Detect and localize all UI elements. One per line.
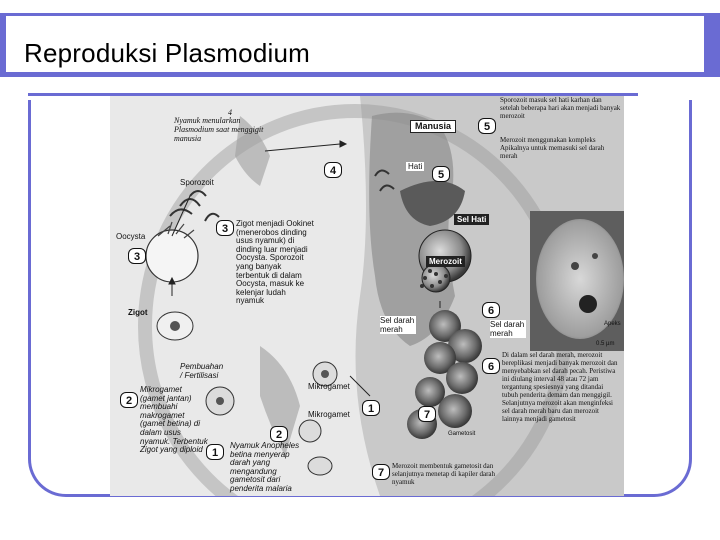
apeks-label: Apeks bbox=[604, 320, 621, 329]
step3-text: Zigot menjadi Ookinet (menerobos dinding… bbox=[236, 220, 316, 306]
step-2a-badge: 2 bbox=[120, 392, 138, 408]
zigot-label: Zigot bbox=[128, 308, 148, 317]
step5-text2: Merozoit menggunakan kompleks Apikalnya … bbox=[500, 136, 622, 160]
step7-text: Merozoit membentuk gametosit dan selanju… bbox=[392, 462, 502, 486]
micrograph-nucleus bbox=[579, 295, 597, 313]
manusia-label: Manusia bbox=[410, 120, 456, 133]
step-6a-badge: 6 bbox=[482, 302, 500, 318]
step-1b-badge: 1 bbox=[206, 444, 224, 460]
step-4-badge: 4 bbox=[324, 162, 342, 178]
step-1a-badge: 1 bbox=[362, 400, 380, 416]
step-5b-badge: 5 bbox=[432, 166, 450, 182]
sel-hati-label: Sel Hati bbox=[454, 214, 489, 225]
sporozoit-label: Sporozoit bbox=[180, 178, 214, 187]
step-3a-badge: 3 bbox=[128, 248, 146, 264]
step6-text: Di dalam sel darah merah, merozoit berep… bbox=[502, 351, 620, 423]
step1-text: Nyamuk Anopheles betina menyerap darah y… bbox=[230, 442, 310, 494]
mikrogamet-bottom-label: Mikrogamet bbox=[308, 410, 350, 419]
step-5a-badge: 5 bbox=[478, 118, 496, 134]
sel-darah-merah-left: Sel darah merah bbox=[380, 316, 416, 334]
oocysta-label: Oocysta bbox=[116, 232, 145, 241]
merozoit-label: Merozoit bbox=[426, 256, 465, 267]
mikrogamet-cell-3 bbox=[299, 420, 321, 442]
step-3b-badge: 3 bbox=[216, 220, 234, 236]
mikrogamet-top-label: Mikrogamet bbox=[308, 382, 350, 391]
sel-darah-merah-right: Sel darah merah bbox=[490, 320, 526, 338]
slide-title: Reproduksi Plasmodium bbox=[24, 38, 310, 69]
step2-text: Mikrogamet (gamet jantan) membuahi makro… bbox=[140, 386, 208, 455]
step-6b-badge: 6 bbox=[482, 358, 500, 374]
step-2b-badge: 2 bbox=[270, 426, 288, 442]
plasmodium-lifecycle-diagram: 4 Nyamuk menularkan Plasmodium saat meng… bbox=[110, 96, 624, 496]
step-7b-badge: 7 bbox=[372, 464, 390, 480]
oocysta-icon bbox=[146, 230, 198, 282]
step5-text: Sporozoit masuk sel hati karhan dan sete… bbox=[500, 96, 622, 120]
scale-bar-label: 0.5 µm bbox=[596, 340, 614, 349]
gametosit-label: Gametosit bbox=[448, 430, 475, 439]
step-7a-badge: 7 bbox=[418, 406, 436, 422]
gametosit-cell bbox=[308, 457, 332, 475]
mosquito-transmits-text: Nyamuk menularkan Plasmodium saat menggi… bbox=[174, 116, 274, 143]
hati-label: Hati bbox=[406, 162, 424, 171]
title-underline bbox=[0, 72, 720, 77]
fertilisasi-label: Pembuahan / Fertilisasi bbox=[180, 362, 222, 380]
